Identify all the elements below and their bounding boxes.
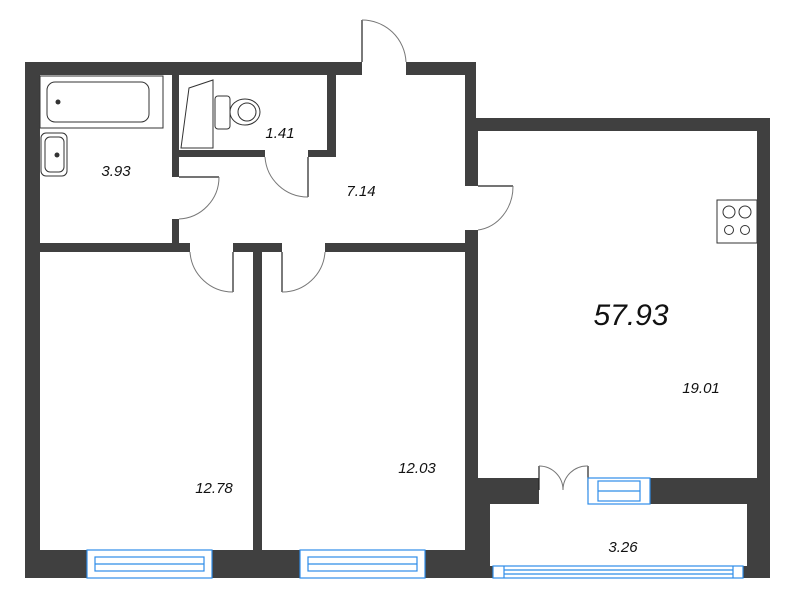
bedroom-left-door[interactable] <box>189 251 234 293</box>
area-label-bedroom-left: 12.78 <box>195 480 233 497</box>
area-label-wc: 1.41 <box>265 125 294 142</box>
window-bedroom-left <box>86 549 213 579</box>
room-hallway <box>179 75 465 243</box>
area-label-bathroom: 3.93 <box>101 163 131 180</box>
total-area-label: 57.93 <box>593 299 668 332</box>
window-balcony <box>492 565 744 579</box>
bathroom-door[interactable] <box>178 176 220 220</box>
living-room-door[interactable] <box>477 185 514 231</box>
door-openings <box>171 61 588 505</box>
bathtub-icon <box>39 75 164 129</box>
area-label-hallway: 7.14 <box>346 183 375 200</box>
stove-icon <box>716 199 758 244</box>
toilet-icon <box>180 79 261 149</box>
window-living-room <box>587 477 651 505</box>
window-bedroom-right <box>299 549 426 579</box>
entrance-door[interactable] <box>361 19 407 63</box>
area-label-balcony: 3.26 <box>608 539 638 556</box>
area-label-living-kitchen: 19.01 <box>682 380 720 397</box>
sink-icon <box>40 132 68 177</box>
room-bedroom-right <box>262 252 465 550</box>
wc-door[interactable] <box>264 156 309 198</box>
room-bedroom-left <box>40 252 253 550</box>
room-balcony <box>490 504 747 566</box>
area-label-bedroom-right: 12.03 <box>398 460 436 477</box>
room-living-kitchen <box>478 131 757 478</box>
bedroom-right-door[interactable] <box>281 251 326 293</box>
